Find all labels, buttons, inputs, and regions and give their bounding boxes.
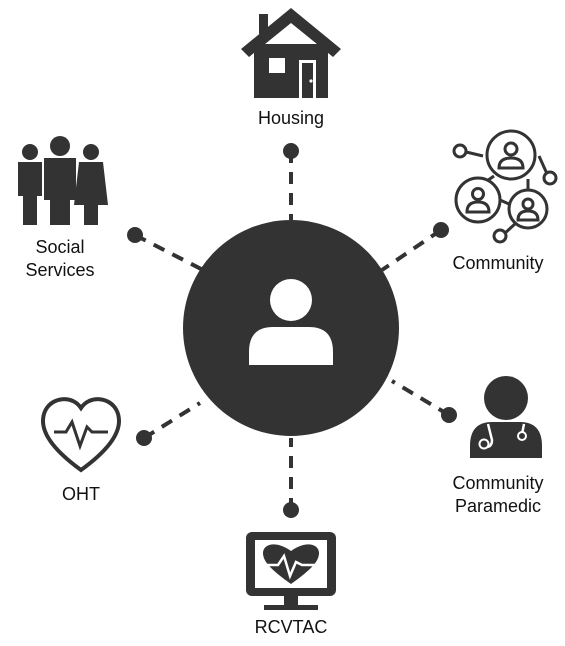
label-social-line1: Social bbox=[35, 237, 85, 257]
community-network-icon bbox=[452, 129, 558, 244]
paramedic-icon bbox=[470, 376, 542, 458]
connectors bbox=[134, 151, 451, 510]
dot-housing bbox=[283, 143, 299, 159]
label-housing: Housing bbox=[257, 108, 325, 128]
people-group-icon bbox=[18, 136, 108, 225]
heart-pulse-icon bbox=[40, 397, 122, 473]
label-oht: OHT bbox=[62, 484, 100, 504]
label-paramedic-line2: Paramedic bbox=[454, 496, 542, 516]
monitor-heart-icon bbox=[246, 532, 336, 610]
house-icon bbox=[241, 8, 341, 98]
connector-community bbox=[380, 228, 443, 272]
dot-oht bbox=[136, 430, 152, 446]
label-social: Social Services bbox=[10, 236, 110, 282]
connector-social bbox=[134, 233, 204, 272]
label-paramedic: Community Paramedic bbox=[436, 472, 560, 518]
community-person-right bbox=[516, 197, 540, 222]
dot-community bbox=[433, 222, 449, 238]
community-person-top bbox=[497, 141, 525, 170]
endpoint-dots bbox=[127, 143, 457, 518]
dot-social bbox=[127, 227, 143, 243]
label-community: Community bbox=[452, 253, 544, 273]
dot-paramedic bbox=[441, 407, 457, 423]
dot-rcvtac bbox=[283, 502, 299, 518]
label-social-line2: Services bbox=[25, 260, 95, 280]
person-icon bbox=[249, 279, 333, 365]
label-paramedic-line1: Community bbox=[452, 473, 544, 493]
connector-paramedic bbox=[390, 379, 451, 417]
community-person-left bbox=[465, 187, 491, 214]
center-node bbox=[183, 220, 399, 436]
label-rcvtac: RCVTAC bbox=[254, 617, 328, 637]
connector-oht bbox=[142, 401, 202, 440]
